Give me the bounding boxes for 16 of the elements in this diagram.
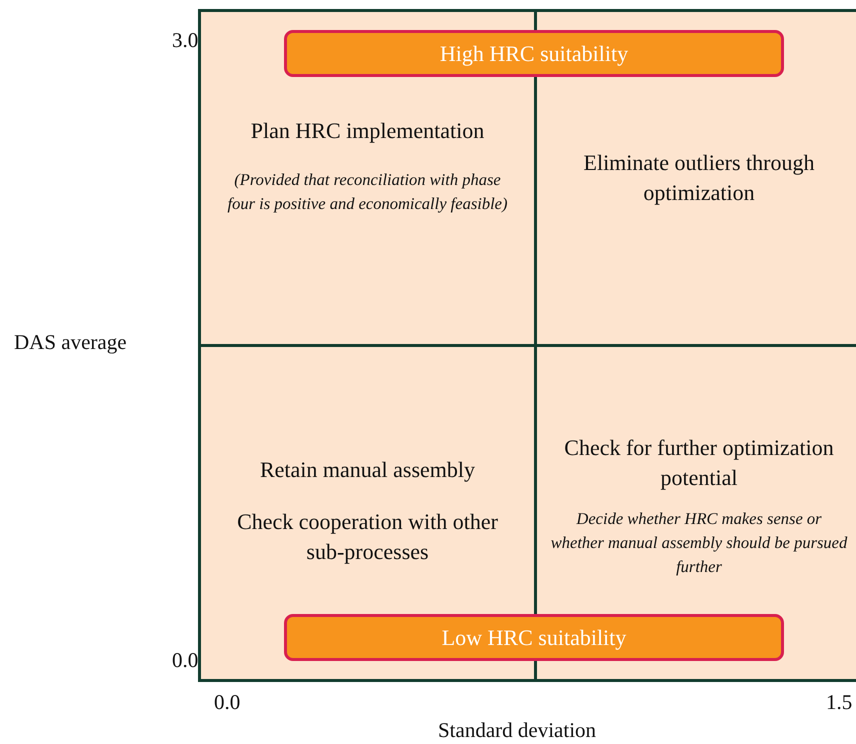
- axis-tick-label: 0.0: [214, 690, 240, 715]
- axis-tick-label: 3.0: [172, 28, 198, 53]
- axis-title: Standard deviation: [438, 718, 596, 743]
- axis-tick-label: 1.5: [826, 690, 852, 715]
- quadrant-heading: Plan HRC implementation: [250, 117, 484, 145]
- quadrant-heading: Retain manual assembly: [260, 456, 476, 484]
- quadrant-note: Decide whether HRC makes sense or whether manual assembly should be pursued further: [550, 508, 848, 578]
- quadrant-note: (Provided that reconciliation with phase four is positive and economically feasible): [226, 169, 508, 215]
- quadrant-heading: Check for further optimization potential: [563, 434, 835, 492]
- suitability-banner: High HRC suitability: [284, 30, 784, 77]
- suitability-banner: Low HRC suitability: [284, 614, 784, 661]
- axis-title: DAS average: [14, 330, 127, 355]
- quadrant-heading: Eliminate outliers through optimization: [582, 149, 816, 207]
- quadrant-cell: [534, 344, 856, 682]
- axis-tick-label: 0.0: [172, 648, 198, 673]
- quadrant-heading: Check cooperation with other sub-processes: [236, 508, 499, 566]
